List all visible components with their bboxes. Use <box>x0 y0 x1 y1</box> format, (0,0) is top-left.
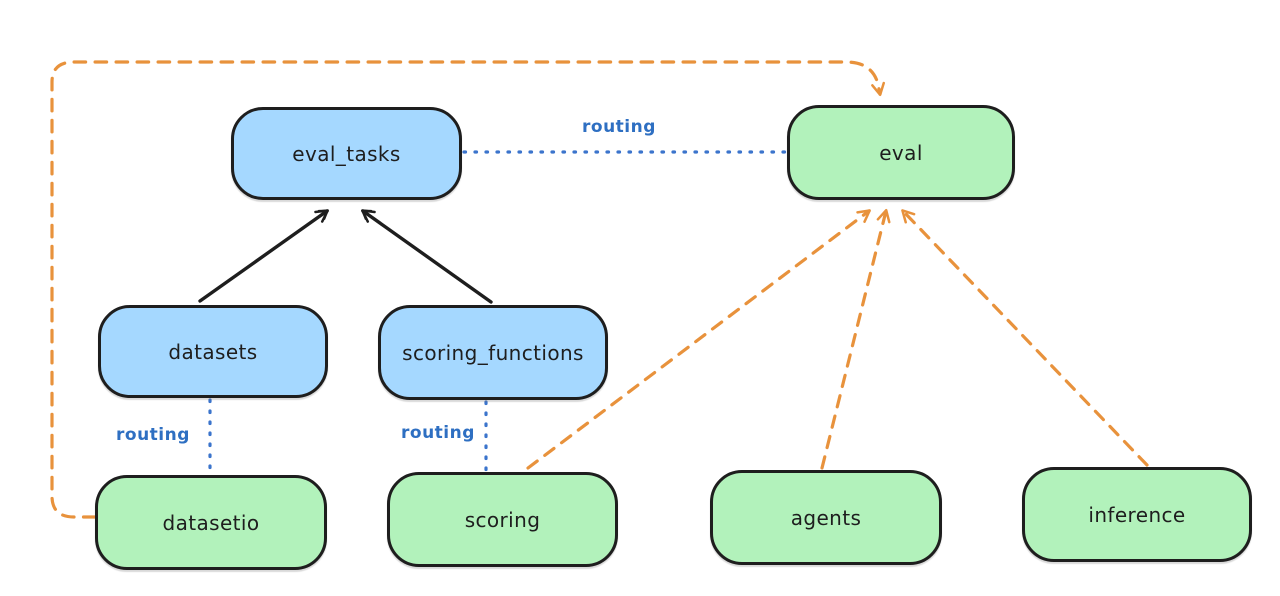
node-eval-tasks: eval_tasks <box>231 107 462 200</box>
edge-agents-to-eval <box>820 208 891 470</box>
edge-datasets-to-eval-tasks <box>198 209 329 303</box>
node-eval: eval <box>787 105 1015 200</box>
node-eval-tasks-label: eval_tasks <box>292 141 401 166</box>
node-agents-label: agents <box>790 505 862 530</box>
node-datasetio: datasetio <box>95 475 327 570</box>
node-scoring: scoring <box>387 472 618 567</box>
node-eval-label: eval <box>879 140 923 165</box>
node-datasets-label: datasets <box>168 339 258 364</box>
routing-label-scoring-functions-scoring: routing <box>401 423 475 443</box>
edge-scoring-functions-to-eval-tasks <box>361 209 493 304</box>
node-datasetio-label: datasetio <box>162 510 260 535</box>
edge-scoring-to-eval <box>526 209 871 470</box>
node-agents: agents <box>710 470 942 565</box>
node-inference: inference <box>1022 467 1252 562</box>
node-scoring-functions-label: scoring_functions <box>402 340 584 365</box>
edge-inference-to-eval <box>901 209 1149 467</box>
edge-datasetio-to-eval <box>50 60 886 519</box>
node-datasets: datasets <box>98 305 328 398</box>
routing-label-datasets-datasetio: routing <box>116 425 190 445</box>
node-scoring-functions: scoring_functions <box>378 305 608 400</box>
routing-label-eval-tasks-eval: routing <box>582 117 656 137</box>
node-scoring-label: scoring <box>464 507 541 532</box>
node-inference-label: inference <box>1088 502 1186 527</box>
